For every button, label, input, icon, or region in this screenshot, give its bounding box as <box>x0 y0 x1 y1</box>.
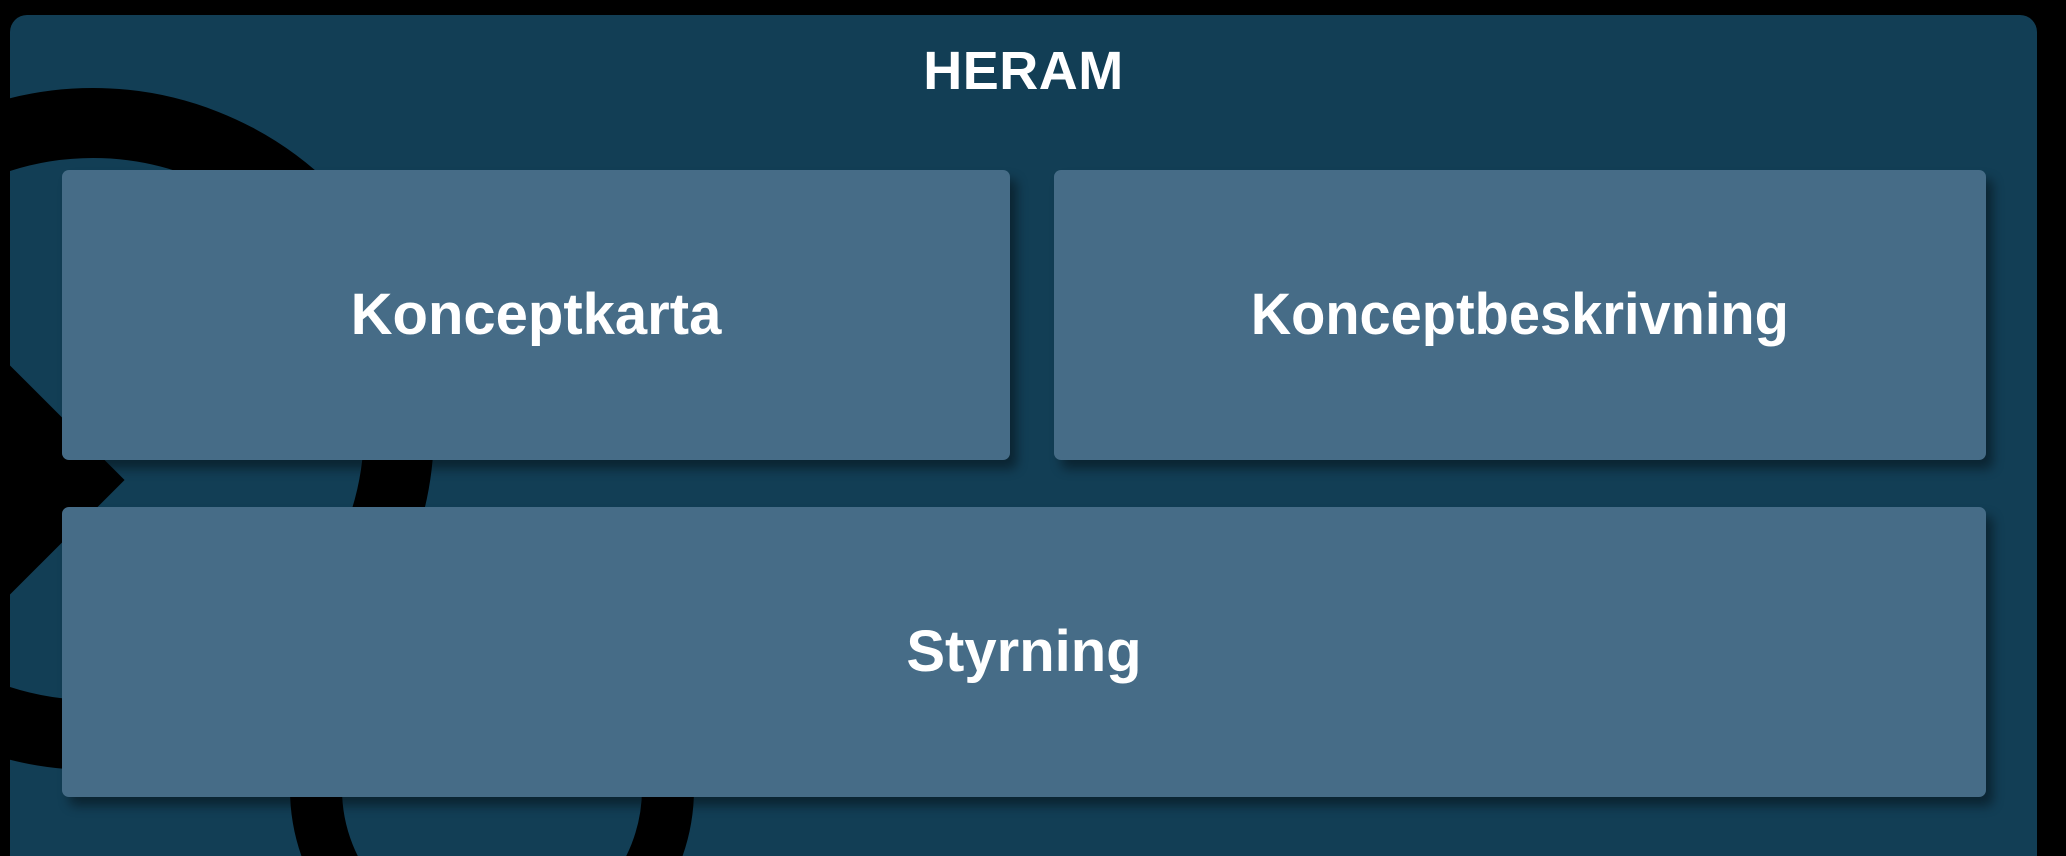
page-title: HERAM <box>923 41 1124 101</box>
card-konceptbeskrivning-label: Konceptbeskrivning <box>1250 281 1790 347</box>
card-konceptkarta-label: Konceptkarta <box>350 281 722 347</box>
card-konceptkarta[interactable]: Konceptkarta <box>62 170 1010 460</box>
heram-panel: HERAM Konceptkarta Konceptbeskrivning St… <box>10 15 2037 856</box>
card-konceptbeskrivning[interactable]: Konceptbeskrivning <box>1054 170 1986 460</box>
card-styrning[interactable]: Styrning <box>62 507 1986 797</box>
card-styrning-label: Styrning <box>906 618 1142 684</box>
